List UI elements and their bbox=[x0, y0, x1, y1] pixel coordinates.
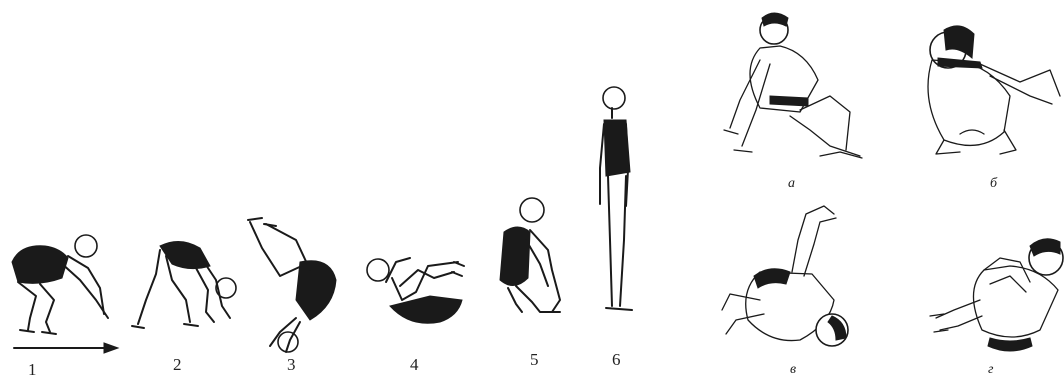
step-label-1: 1 bbox=[28, 360, 37, 380]
panel-b-figure bbox=[928, 26, 1060, 154]
figure-4 bbox=[367, 258, 464, 323]
panel-caption-g: г bbox=[988, 362, 993, 378]
panel-caption-a: а bbox=[788, 176, 795, 192]
step-label-5: 5 bbox=[530, 350, 539, 370]
step-label-2: 2 bbox=[173, 355, 182, 375]
arrow-right-icon bbox=[14, 343, 118, 353]
step-label-6: 6 bbox=[612, 350, 621, 370]
figure-1 bbox=[12, 235, 108, 334]
panel-caption-v: в bbox=[790, 362, 796, 378]
step-label-3: 3 bbox=[287, 355, 296, 375]
figure-2 bbox=[132, 241, 236, 328]
panel-a-figure bbox=[724, 13, 862, 158]
figure-5 bbox=[500, 198, 560, 312]
figure-6 bbox=[600, 87, 632, 310]
panel-g-figure bbox=[930, 239, 1063, 351]
panel-caption-b: б bbox=[990, 176, 997, 192]
step-label-4: 4 bbox=[410, 355, 419, 375]
panel-v-figure bbox=[722, 206, 848, 346]
figure-3 bbox=[248, 218, 336, 352]
